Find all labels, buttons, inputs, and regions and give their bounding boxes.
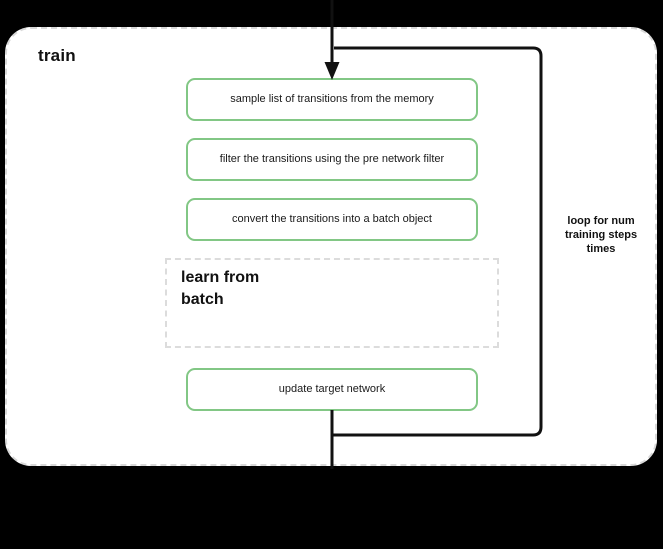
- learn-from-batch-title-line-1: learn from: [181, 269, 260, 286]
- loop-label-line-3: times: [586, 243, 616, 256]
- step-label: convert the transitions into a batch obj…: [232, 212, 432, 225]
- step-box-filter-transitions[interactable]: filter the transitions using the pre net…: [186, 138, 478, 181]
- step-label: filter the transitions using the pre net…: [219, 152, 445, 165]
- step-label: update target network: [278, 382, 386, 395]
- learn-from-batch-title-line-2: batch: [181, 290, 224, 308]
- learn-from-batch-block[interactable]: learn from batch: [165, 258, 499, 348]
- train-block-title: train: [38, 46, 76, 65]
- step-box-sample-transitions[interactable]: sample list of transitions from the memo…: [186, 78, 478, 121]
- step-label: sample list of transitions from the memo…: [230, 92, 434, 105]
- step-box-convert-transitions[interactable]: convert the transitions into a batch obj…: [186, 198, 478, 241]
- step-box-update-target-network[interactable]: update target network: [186, 368, 478, 411]
- loop-label-line-2: training steps: [564, 229, 638, 242]
- learn-from-batch-title: learn from batch: [181, 267, 341, 310]
- loop-label-line-1: loop for num: [567, 215, 635, 227]
- loop-label: loop for num training steps times: [542, 214, 660, 256]
